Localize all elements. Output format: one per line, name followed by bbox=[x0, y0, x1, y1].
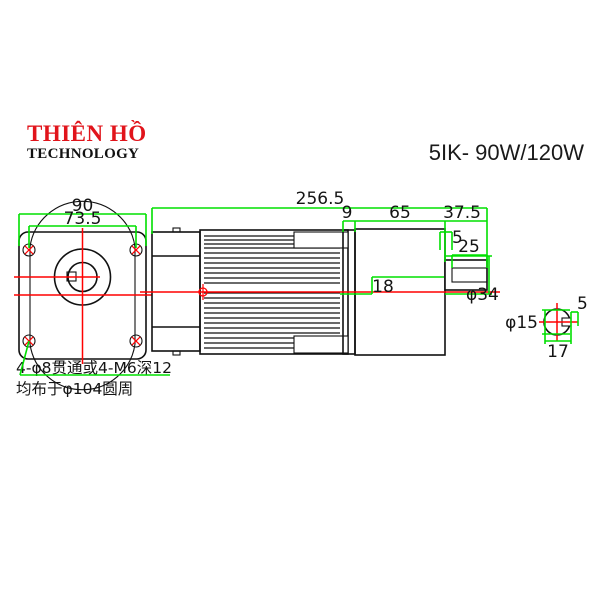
mounting-hole-bottom-right bbox=[129, 334, 143, 348]
company-logo: THIÊN HỒ TECHNOLOGY bbox=[27, 122, 147, 162]
front-view-dimensions: 90 73.5 bbox=[18, 196, 170, 376]
dim-label-17: 17 bbox=[547, 342, 569, 362]
nameplate-outline bbox=[293, 231, 349, 249]
lower-patch bbox=[294, 336, 348, 353]
dim-label-25: 25 bbox=[458, 237, 480, 257]
page-title: 5IK- 90W/120W bbox=[428, 140, 584, 165]
dim-label-65: 65 bbox=[389, 203, 411, 223]
dim-label-37-5: 37.5 bbox=[443, 203, 481, 223]
side-view-dimensions: 256.5 9 65 37.5 5 25 φ34 bbox=[151, 189, 499, 305]
shaft-detail-view: φ15 5 17 bbox=[505, 294, 588, 362]
motor-shaft-center-mark bbox=[198, 284, 208, 300]
hole-annotation-line-1: 4-φ8贯通或4-M6深12 bbox=[16, 359, 172, 377]
logo-line-2: TECHNOLOGY bbox=[27, 146, 140, 162]
motor-cooling-fins bbox=[204, 235, 340, 349]
dim-label-5: 5 bbox=[452, 228, 463, 248]
front-view bbox=[14, 200, 152, 391]
side-view bbox=[140, 227, 500, 356]
hole-annotation: 4-φ8贯通或4-M6深12 均布于φ104圆周 bbox=[16, 358, 172, 400]
dim-label-73-5: 73.5 bbox=[64, 209, 102, 229]
nameplate-patch bbox=[294, 232, 348, 248]
dim-label-5-detail: 5 bbox=[577, 294, 588, 314]
dim-label-phi15: φ15 bbox=[505, 313, 538, 333]
shaft-key-rect bbox=[451, 267, 488, 283]
terminal-box-tab-top bbox=[172, 227, 181, 233]
dim-label-18: 18 bbox=[372, 277, 394, 297]
dim-label-phi34: φ34 bbox=[466, 285, 499, 305]
dim-label-256-5: 256.5 bbox=[296, 189, 345, 209]
logo-line-1: THIÊN HỒ bbox=[27, 121, 147, 146]
flange-inner-profile bbox=[29, 200, 136, 391]
lower-patch-outline bbox=[293, 335, 349, 354]
hole-leader-line bbox=[19, 340, 30, 376]
dim-label-90: 90 bbox=[72, 196, 94, 216]
terminal-box-tab-bottom bbox=[172, 350, 181, 356]
dim-label-9: 9 bbox=[342, 203, 353, 223]
